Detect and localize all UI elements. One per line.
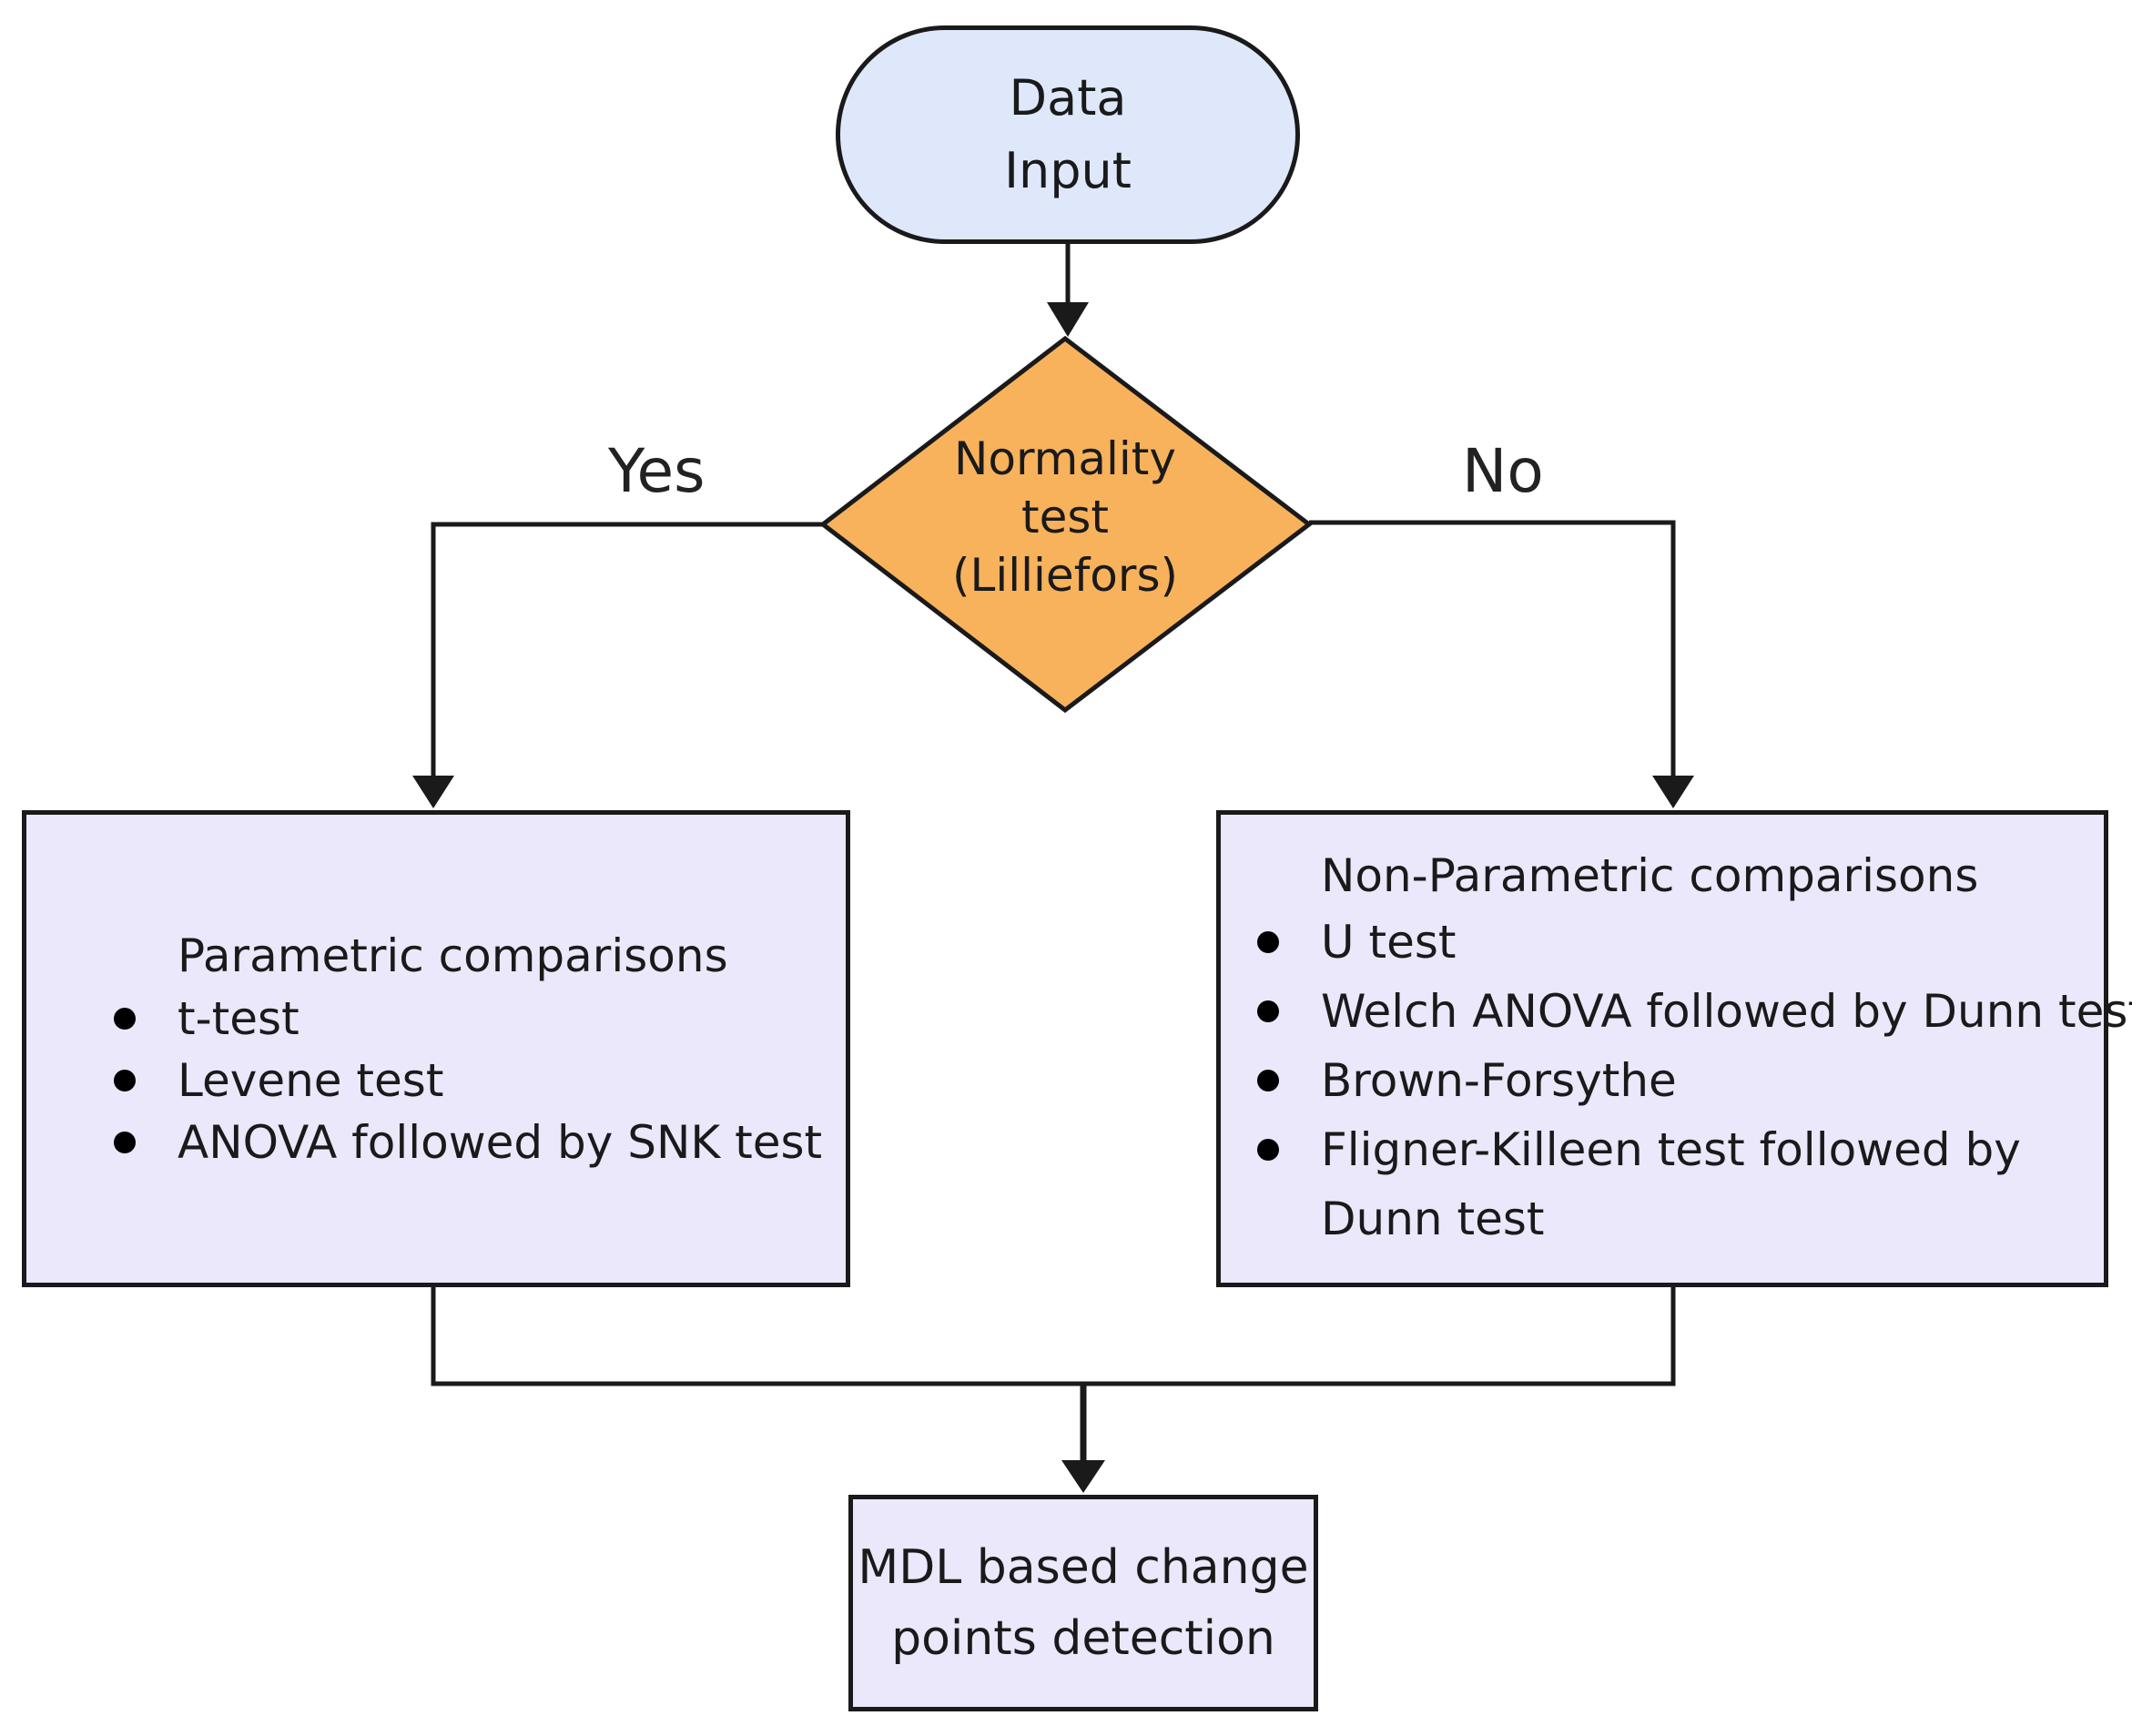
- arrowhead-start-to-decision: [1047, 302, 1089, 337]
- list-item: t-test: [114, 988, 846, 1050]
- parametric-title: Parametric comparisons: [178, 929, 728, 982]
- nonparametric-title: Non-Parametric comparisons: [1321, 849, 1979, 902]
- list-item: Brown-Forsythe: [1257, 1046, 2104, 1115]
- yes-branch-label: Yes: [608, 436, 706, 506]
- arrowhead-no-branch: [1652, 776, 1694, 808]
- arrowhead-yes-branch: [412, 776, 454, 808]
- list-item: ANOVA followed by SNK test: [114, 1112, 846, 1173]
- decision-diamond: [818, 335, 1314, 714]
- arrowhead-merge-to-output: [1061, 1460, 1105, 1493]
- nonparametric-box: Non-Parametric comparisons U test Welch …: [1216, 810, 2132, 1287]
- connector-no-branch: [1309, 520, 1676, 777]
- output-label-line-1: MDL based change: [858, 1540, 1309, 1595]
- decision-label-line-1: Normality: [954, 432, 1176, 485]
- output-node: MDL based change points detection: [848, 1495, 1318, 1711]
- output-label-line-2: points detection: [891, 1611, 1275, 1666]
- bullet-icon: [1257, 1070, 1279, 1091]
- bullet-icon: [1257, 1000, 1279, 1022]
- connector-yes-branch: [431, 522, 823, 777]
- bullet-icon: [114, 1008, 136, 1030]
- decision-label: Normality test (Lilliefors): [838, 430, 1293, 604]
- decision-label-line-2: test: [1020, 491, 1110, 543]
- list-item: U test: [1257, 908, 2104, 977]
- decision-label-line-3: (Lilliefors): [952, 549, 1178, 602]
- bullet-icon: [114, 1132, 136, 1153]
- list-item: Welch ANOVA followed by Dunn test: [1257, 977, 2132, 1046]
- start-label-line-1: Data: [1009, 69, 1127, 127]
- no-branch-label: No: [1462, 436, 1544, 506]
- connector-merge: [431, 1287, 1676, 1386]
- parametric-box: Parametric comparisons t-test Levene tes…: [22, 810, 850, 1287]
- start-node: Data Input: [836, 25, 1300, 244]
- bullet-icon: [1257, 1139, 1279, 1161]
- list-item: Fligner-Killeen test followed by Dunn te…: [1257, 1115, 2104, 1254]
- bullet-icon: [114, 1070, 136, 1091]
- list-item: Levene test: [114, 1050, 846, 1112]
- start-label-line-2: Input: [1004, 142, 1132, 199]
- bullet-icon: [1257, 931, 1279, 953]
